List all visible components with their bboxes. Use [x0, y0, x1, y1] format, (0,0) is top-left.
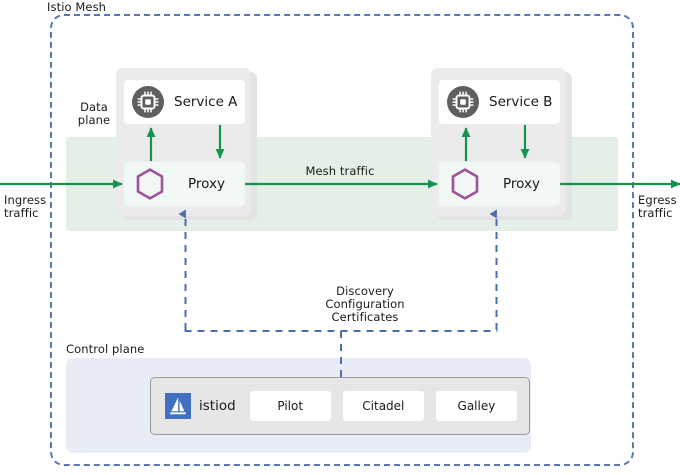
ingress-traffic-label: Ingress traffic [4, 193, 47, 220]
component-galley-label: Galley [457, 399, 496, 413]
component-citadel-label: Citadel [362, 399, 405, 413]
istiod-box[interactable]: istiod Pilot Citadel Galley [150, 377, 530, 435]
istiod-name-label: istiod [199, 398, 236, 414]
xds-channel-label: Discovery Configuration Certificates [325, 284, 405, 324]
service-b-box[interactable]: Service B [439, 80, 560, 124]
envoy-hexagon-icon [451, 168, 479, 200]
service-b-label: Service B [489, 94, 553, 110]
data-plane-label: Data plane [77, 100, 111, 127]
proxy-a-box[interactable]: Proxy [124, 162, 245, 206]
cpu-chip-icon [447, 86, 479, 118]
proxy-b-label: Proxy [503, 176, 540, 192]
mesh-title-label: Istio Mesh [47, 0, 107, 14]
service-a-box[interactable]: Service A [124, 80, 245, 124]
mesh-traffic-label: Mesh traffic [305, 164, 375, 178]
component-citadel[interactable]: Citadel [342, 391, 424, 421]
envoy-hexagon-icon [136, 168, 164, 200]
control-plane-label: Control plane [66, 342, 145, 356]
cpu-chip-icon [132, 86, 164, 118]
egress-traffic-label: Egress traffic [638, 193, 677, 220]
proxy-b-box[interactable]: Proxy [439, 162, 560, 206]
component-galley[interactable]: Galley [435, 391, 517, 421]
istio-mesh-boundary [50, 14, 634, 466]
component-pilot[interactable]: Pilot [249, 391, 331, 421]
proxy-a-label: Proxy [188, 176, 225, 192]
component-pilot-label: Pilot [277, 399, 304, 413]
istio-sailboat-icon [165, 393, 191, 419]
service-a-label: Service A [174, 94, 238, 110]
